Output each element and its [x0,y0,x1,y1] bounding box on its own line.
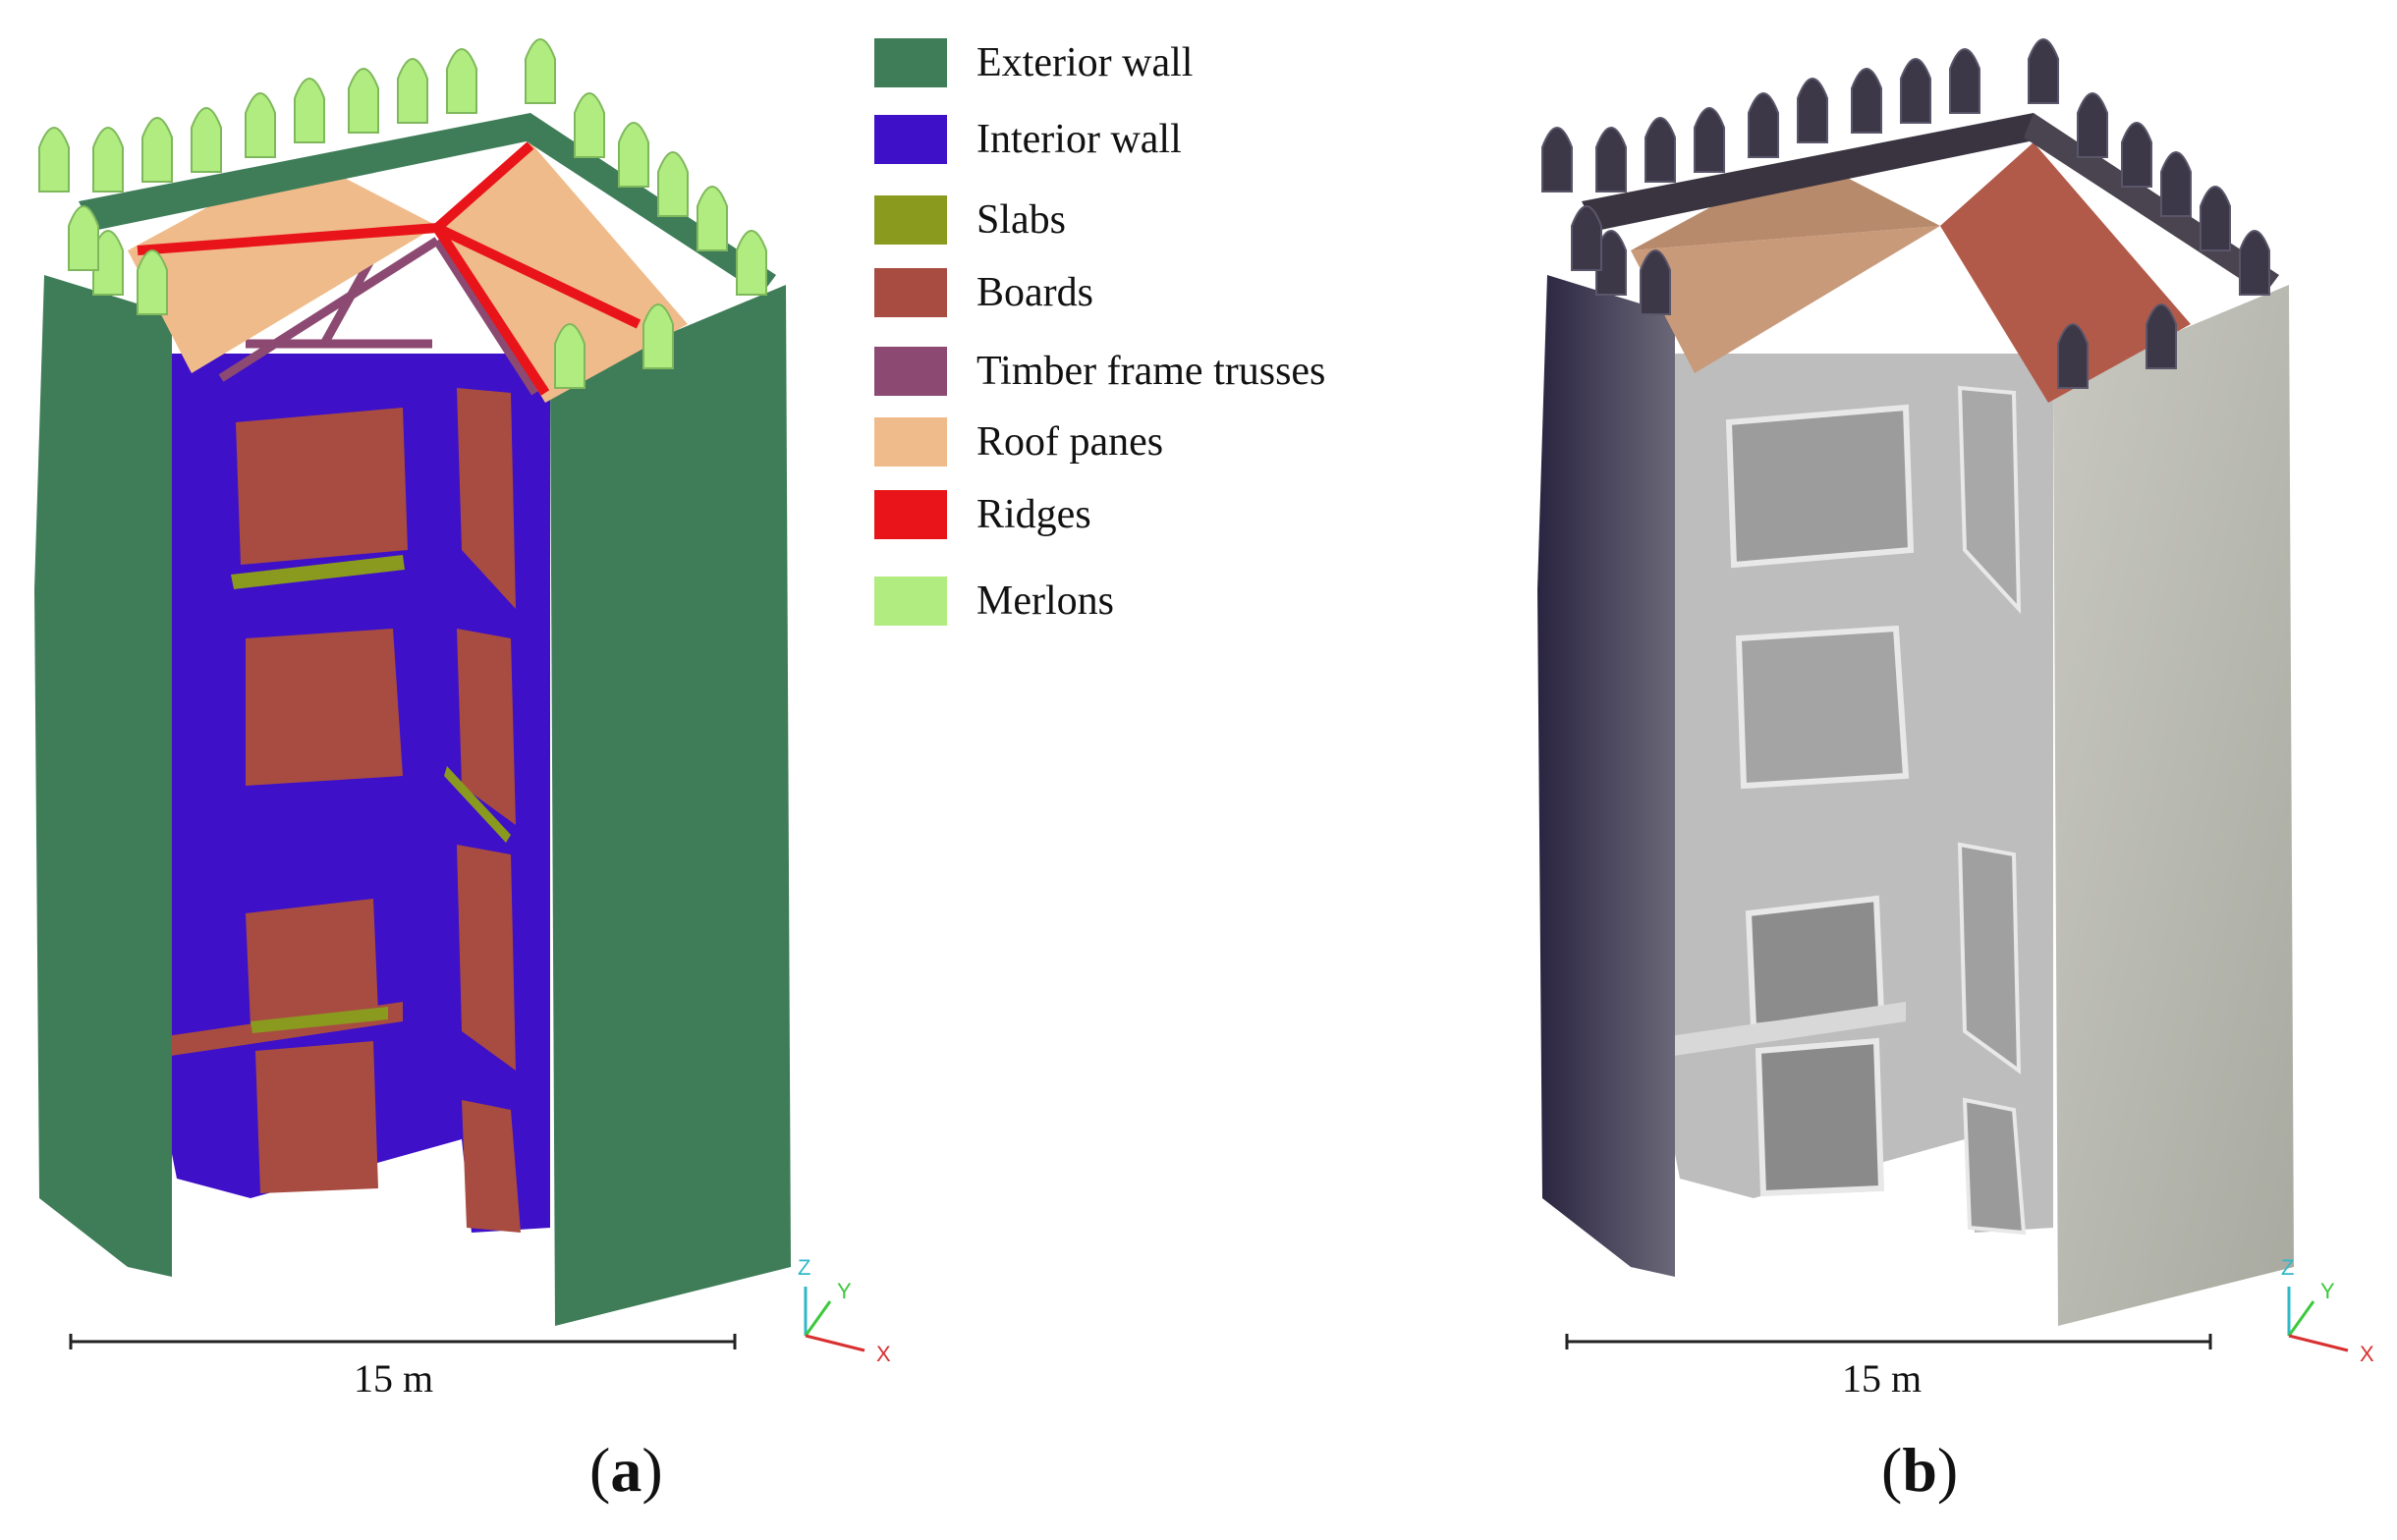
scale-bar-label: 15 m [354,1356,434,1401]
board-floor-4 [255,1041,378,1193]
merlons-shaded [1541,38,2270,389]
legend-item-roof-panes: Roof panes [874,414,1163,469]
room-4 [1755,1037,1885,1197]
legend-swatch [874,38,947,87]
roof-pane-right [437,142,688,403]
legend-label: Timber frame trusses [976,349,1326,394]
slab-2 [251,1007,388,1033]
legend-label: Ridges [976,492,1091,537]
legend-label: Exterior wall [976,40,1194,85]
axis-label-z: Z [798,1255,811,1280]
legend-item-ridges: Ridges [874,487,1091,542]
timber-trusses [218,237,539,396]
slab-1 [231,555,405,589]
legend-label: Roof panes [976,419,1164,465]
scale-bar [1565,1334,2212,1349]
legend-item-timber-frame-trusses: Timber frame trusses [874,344,1325,399]
exterior-wall-right-textured [2053,285,2294,1326]
roof-pane-center [1631,157,1940,250]
axis-label-x: X [2360,1342,2374,1366]
exterior-wall-left [34,275,172,1277]
parapet-back [1582,113,2048,231]
axis-triad [804,1287,865,1352]
axis-label-x: X [876,1342,891,1366]
board-floor-1 [236,408,408,565]
room-right-1 [1957,385,2022,615]
board-right-3 [457,845,516,1071]
axis-label-z: Z [2281,1255,2295,1280]
legend-swatch [874,268,947,317]
legend-swatch [874,195,947,245]
exterior-wall-right [550,285,791,1326]
room-1 [1725,404,1915,569]
roof-pane-center [128,157,437,250]
legend-item-slabs: Slabs [874,192,1066,248]
panel-label-b: (b) [1881,1434,1958,1507]
board-right-2 [457,629,516,825]
panel-label-close: ) [641,1435,663,1505]
room-right-3 [1962,1097,2027,1236]
legend-item-merlons: Merlons [874,574,1114,629]
roof-pane-right [1940,142,2191,403]
panel-label-a: (a) [589,1434,663,1507]
scale-bar-label: 15 m [1842,1356,1923,1401]
legend-item-boards: Boards [874,265,1093,320]
room-2 [1735,625,1910,790]
rendered-tower-panel: Z Y X 15 m (b) [1503,0,2397,1540]
axis-label-y: Y [837,1279,852,1303]
legend-swatch [874,115,947,164]
slab-3 [444,766,511,843]
board-right-1 [457,388,516,609]
board-floor-3 [246,899,378,1026]
scale-bar [69,1334,737,1349]
room-3 [1745,895,1885,1030]
panel-label-close: ) [1936,1435,1959,1505]
segmented-tower-illustration [34,38,865,1352]
panel-label-letter: a [610,1435,642,1505]
legend-swatch [874,490,947,539]
legend-swatch [874,577,947,626]
roof-pane-left [128,226,437,373]
segmented-tower-panel: Z Y X 15 m (a) [0,0,904,1540]
legend-label: Merlons [976,578,1114,624]
panel-label-open: ( [1881,1435,1903,1505]
ledge [1636,1002,1906,1061]
exterior-wall-left-shaded [1537,275,1675,1277]
board-right-4 [462,1100,521,1233]
room-right-2 [1957,842,2022,1074]
parapet-back [79,113,545,231]
axis-triad [2287,1287,2349,1352]
roof-pane-left [1631,226,1940,373]
legend-label: Boards [976,270,1093,315]
legend-swatch [874,417,947,467]
rendered-tower-illustration [1537,38,2349,1352]
legend-label: Slabs [976,197,1067,243]
board-floor-2 [246,629,403,786]
legend-item-exterior-wall: Exterior wall [874,35,1193,90]
axis-label-y: Y [2320,1279,2335,1303]
legend-label: Interior wall [976,117,1182,162]
panel-label-open: ( [589,1435,611,1505]
panel-label-letter: b [1902,1435,1937,1505]
legend-swatch [874,347,947,396]
legend-item-interior-wall: Interior wall [874,112,1182,167]
roof-ridges [137,141,641,396]
merlons [38,38,767,389]
